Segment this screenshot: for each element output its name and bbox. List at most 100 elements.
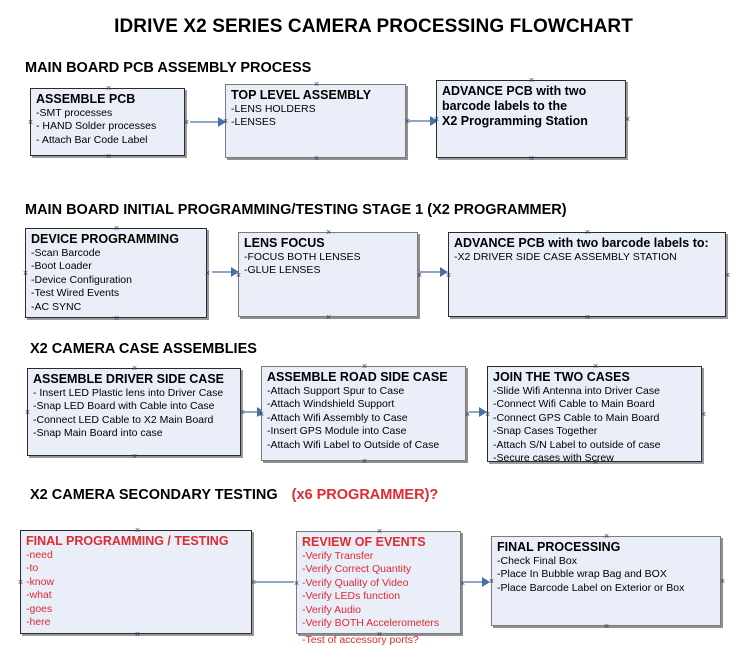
resize-handle-top[interactable]: [131, 365, 138, 372]
resize-handle-top[interactable]: [592, 363, 599, 370]
connector-lens-focus-to-advance-pcb[interactable]: [420, 271, 445, 273]
resize-handle-left[interactable]: [24, 409, 31, 416]
resize-handle-top[interactable]: [105, 85, 112, 92]
resize-handle-left[interactable]: [222, 118, 229, 125]
node-line: - Insert LED Plastic lens into Driver Ca…: [33, 387, 224, 399]
node-header: ASSEMBLE ROAD SIDE CASE: [267, 370, 448, 384]
resize-handle-right[interactable]: [724, 272, 731, 279]
resize-handle-bottom[interactable]: [592, 459, 599, 466]
resize-handle-left[interactable]: [484, 411, 491, 418]
node-header-line: barcode labels to the: [442, 99, 568, 113]
node-line: -Scan Barcode: [31, 247, 101, 259]
resize-handle-top[interactable]: [603, 533, 610, 540]
node-overflow-line: -Test of accessory ports?: [302, 634, 419, 646]
node-join-the-two-cases[interactable]: JOIN THE TWO CASES -Slide Wifi Antenna i…: [484, 363, 702, 465]
node-lens-focus[interactable]: LENS FOCUS -FOCUS BOTH LENSES -GLUE LENS…: [238, 232, 418, 317]
connector-road-side-to-join-cases[interactable]: [469, 411, 483, 413]
resize-handle-left[interactable]: [445, 272, 452, 279]
node-line: -know: [26, 575, 55, 588]
resize-handle-top[interactable]: [134, 527, 141, 534]
node-header: ASSEMBLE PCB: [36, 92, 136, 106]
section-title-main-board-initial-programming-testing-stage-1: MAIN BOARD INITIAL PROGRAMMING/TESTING S…: [25, 202, 567, 218]
resize-handle-right[interactable]: [700, 411, 707, 418]
resize-handle-left[interactable]: [27, 119, 34, 126]
node-header: FINAL PROGRAMMING / TESTING: [26, 534, 229, 548]
resize-handle-bottom[interactable]: [134, 631, 141, 638]
resize-handle-top[interactable]: [313, 81, 320, 88]
resize-handle-right[interactable]: [416, 272, 423, 279]
resize-handle-right[interactable]: [204, 270, 211, 277]
resize-handle-top[interactable]: [376, 528, 383, 535]
node-line: -FOCUS BOTH LENSES: [244, 251, 361, 263]
resize-handle-left[interactable]: [258, 411, 265, 418]
connector-top-level-assembly-to-advance-pcb[interactable]: [408, 120, 434, 122]
node-final-programming-testing[interactable]: FINAL PROGRAMMING / TESTING -need -to -k…: [20, 530, 252, 634]
connector-review-of-events-to-final-processing[interactable]: [463, 581, 487, 583]
resize-handle-top[interactable]: [113, 225, 120, 232]
node-advance-pcb-to-driver-side-case-assembly[interactable]: ADVANCE PCB with two barcode labels to: …: [448, 232, 726, 317]
resize-handle-bottom[interactable]: [361, 458, 368, 465]
connector-assemble-pcb-to-top-level-assembly[interactable]: [190, 121, 222, 123]
node-assemble-pcb[interactable]: ASSEMBLE PCB -SMT processes - HAND Solde…: [30, 88, 185, 156]
resize-handle-right[interactable]: [183, 119, 190, 126]
node-top-level-assembly[interactable]: TOP LEVEL ASSEMBLY -LENS HOLDERS -LENSES: [225, 84, 406, 158]
node-line: -here: [26, 616, 51, 629]
node-line: -Secure cases with Screw: [493, 452, 614, 465]
resize-handle-left[interactable]: [293, 580, 300, 587]
node-advance-pcb-to-x2-programming-station[interactable]: ADVANCE PCB with two barcode labels to t…: [436, 80, 626, 158]
node-line: -Attach Wifi Label to Outside of Case: [267, 438, 440, 451]
resize-handle-left[interactable]: [22, 270, 29, 277]
node-line: -Slide Wifi Antenna into Driver Case: [493, 385, 660, 397]
node-line: -what: [26, 589, 52, 602]
node-assemble-driver-side-case[interactable]: ASSEMBLE DRIVER SIDE CASE - Insert LED P…: [27, 368, 241, 456]
node-line: -need: [26, 549, 53, 561]
node-line: -Snap Cases Together: [493, 425, 598, 438]
resize-handle-top[interactable]: [528, 77, 535, 84]
resize-handle-left[interactable]: [433, 116, 440, 123]
connector-device-programming-to-lens-focus[interactable]: [212, 271, 236, 273]
node-line: -Attach S/N Label to outside of case: [493, 438, 661, 451]
node-line: -Place Barcode Label on Exterior or Box: [497, 581, 685, 594]
node-header-line: X2 Programming Station: [442, 114, 588, 128]
resize-handle-left[interactable]: [235, 272, 242, 279]
node-line: -Snap Main Board into case: [33, 427, 163, 440]
node-line: -Verify Transfer: [302, 550, 374, 562]
node-header: DEVICE PROGRAMMING: [31, 232, 179, 246]
node-line: -Verify Quality of Video: [302, 576, 409, 589]
resize-handle-bottom[interactable]: [528, 155, 535, 162]
resize-handle-left[interactable]: [17, 579, 24, 586]
resize-handle-right[interactable]: [719, 578, 726, 585]
node-assemble-road-side-case[interactable]: ASSEMBLE ROAD SIDE CASE -Attach Support …: [261, 366, 466, 461]
node-header: REVIEW OF EVENTS: [302, 535, 426, 549]
section-title-main-board-pcb-assembly-process: MAIN BOARD PCB ASSEMBLY PROCESS: [25, 60, 312, 76]
resize-handle-bottom[interactable]: [105, 153, 112, 160]
connector-driver-side-to-road-side[interactable]: [244, 411, 262, 413]
node-line: -Connect LED Cable to X2 Main Board: [33, 413, 214, 426]
resize-handle-top[interactable]: [361, 363, 368, 370]
node-review-of-events[interactable]: REVIEW OF EVENTS -Verify Transfer -Verif…: [293, 528, 461, 646]
connector-final-programming-to-review-of-events[interactable]: [254, 581, 294, 583]
arrow-head: [440, 267, 448, 277]
resize-handle-bottom[interactable]: [313, 155, 320, 162]
resize-handle-top[interactable]: [584, 229, 591, 236]
resize-handle-bottom[interactable]: [131, 453, 138, 460]
resize-handle-top[interactable]: [325, 229, 332, 236]
resize-handle-left[interactable]: [488, 578, 495, 585]
node-line: -SMT processes: [36, 107, 113, 119]
node-device-programming[interactable]: DEVICE PROGRAMMING -Scan Barcode -Boot L…: [25, 228, 207, 318]
resize-handle-bottom[interactable]: [325, 314, 332, 321]
node-line: -Test Wired Events: [31, 287, 120, 300]
resize-handle-bottom[interactable]: [584, 314, 591, 321]
arrow-head: [482, 577, 490, 587]
node-line: -X2 DRIVER SIDE CASE ASSEMBLY STATION: [454, 251, 677, 263]
node-line: -Attach Wifi Assembly to Case: [267, 411, 408, 424]
resize-handle-right[interactable]: [624, 116, 631, 123]
resize-handle-bottom[interactable]: [376, 631, 383, 638]
node-line: -Snap LED Board with Cable into Case: [33, 400, 215, 413]
node-line: -Verify Audio: [302, 603, 361, 616]
node-line: -Boot Loader: [31, 260, 92, 273]
node-final-processing[interactable]: FINAL PROCESSING -Check Final Box -Place…: [491, 536, 721, 626]
resize-handle-bottom[interactable]: [113, 315, 120, 322]
resize-handle-bottom[interactable]: [603, 623, 610, 630]
node-line: -LENS HOLDERS: [231, 103, 316, 115]
